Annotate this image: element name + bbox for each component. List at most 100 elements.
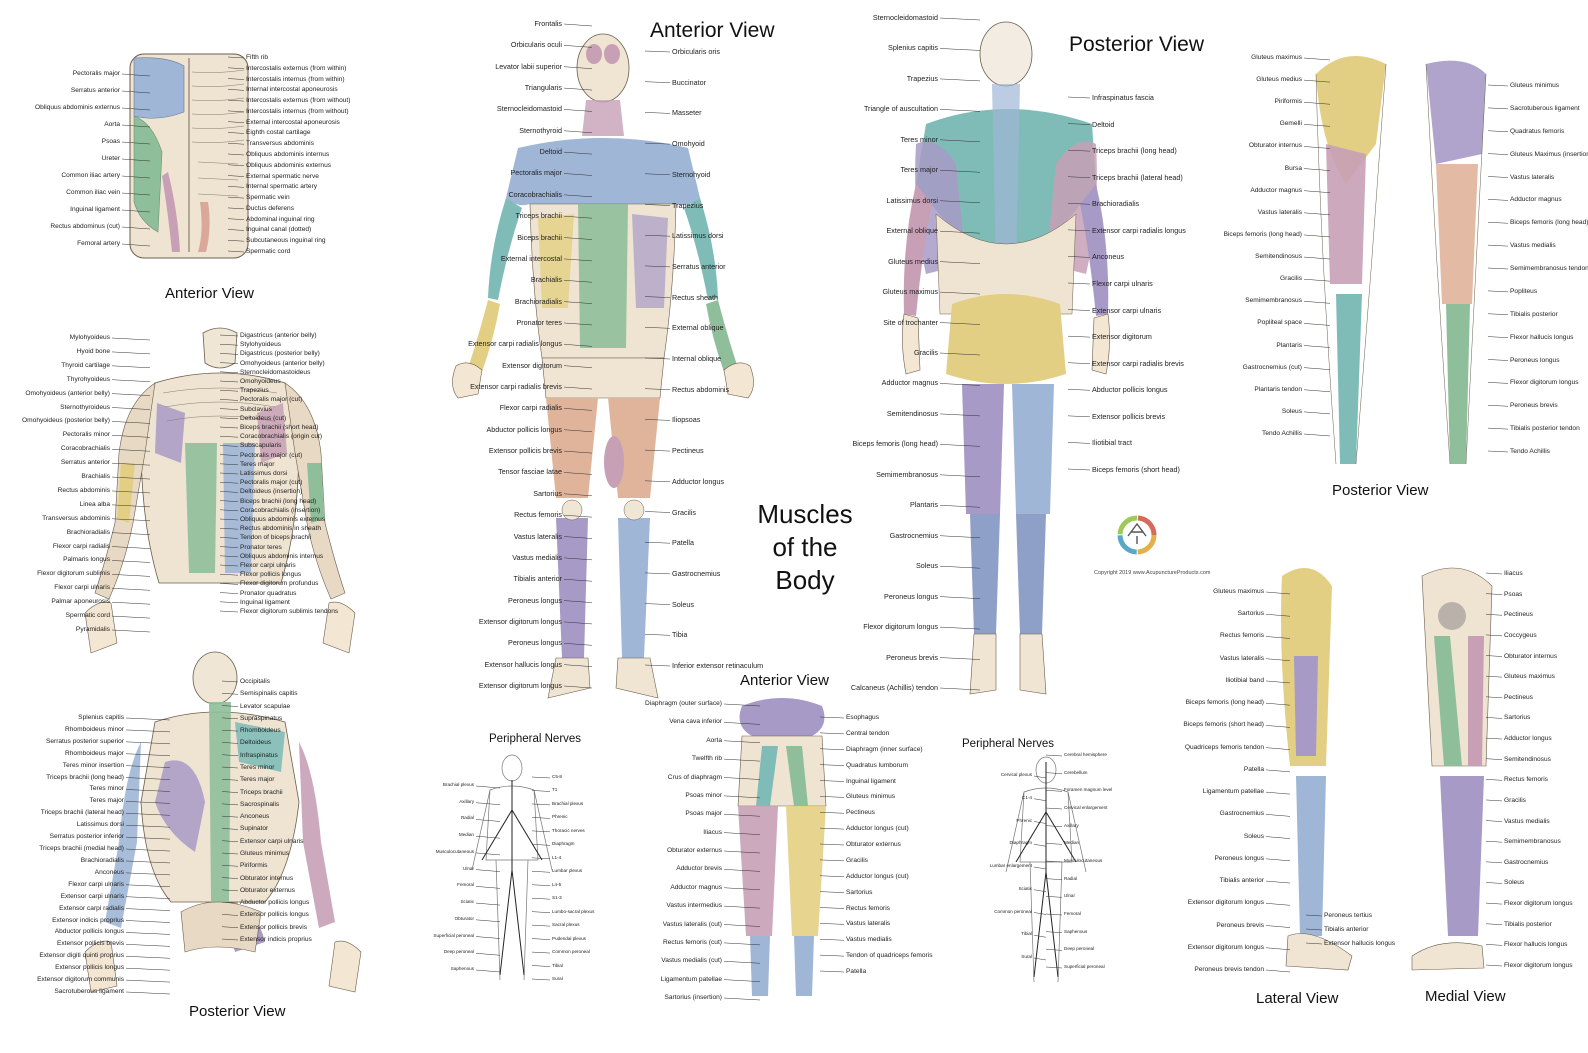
posterior-main-label: Teres major [900, 165, 938, 175]
deep-anterior-label: Pronator quadratus [240, 589, 297, 597]
deep-anterior-label: Hyoid bone [76, 347, 110, 355]
leg-posterior-label: Tibialis posterior tendon [1510, 425, 1580, 433]
leg-posterior-label: Vastus medialis [1510, 242, 1556, 250]
torso-tl-label: Pectoralis major [72, 70, 120, 77]
leg-posterior-label: Quadratus femoris [1510, 127, 1565, 135]
leg-lateral-medial-label: Gluteus maximus [1213, 588, 1264, 595]
anterior-main-label: Extensor digitorum longus [478, 616, 562, 626]
anterior-main-label: Frontalis [534, 19, 562, 28]
deep-anterior-center-label: Esophagus [846, 714, 879, 721]
anterior-main-label: Biceps brachii [517, 232, 562, 242]
torso-tl-label: Common iliac artery [61, 172, 120, 179]
leg-posterior-label: Peroneus brevis [1510, 402, 1558, 410]
nerves-left-illustration [471, 754, 553, 981]
anterior-body-illustration [452, 33, 754, 699]
anterior-main-label: External intercostal [500, 253, 562, 263]
deep-anterior-label: Flexor carpi ulnaris [54, 584, 110, 592]
nerves-left-label: Sural [552, 976, 563, 981]
posterior-bl-label: Flexor carpi ulnaris [68, 880, 124, 888]
deep-anterior-center-label: Iliacus [703, 828, 722, 836]
posterior-bl-label: Extensor carpi radialis [59, 904, 124, 912]
leg-lateral-medial-label: Iliotibial band [1225, 676, 1265, 684]
leg-lateral-medial-label: Obturator internus [1504, 652, 1558, 660]
leg-lateral-medial-label: Gastrocnemius [1504, 858, 1549, 866]
leg-lateral-medial-label: Soleus [1243, 832, 1264, 840]
nerves-right-label: Cervical plexus [1000, 772, 1032, 777]
nerves-right-label: C1-4 [1022, 794, 1032, 800]
torso-anterior-illustration [129, 53, 249, 259]
deep-anterior-center-label: Tendon of quadriceps femoris [846, 952, 933, 960]
deep-anterior-center-illustration [737, 698, 827, 996]
anterior-main-label: External oblique [672, 323, 724, 333]
posterior-bl-label: Serratus posterior superior [45, 737, 124, 745]
nerves-right-label: Sural [1021, 954, 1032, 959]
posterior-main-label: Splenius capitis [888, 43, 938, 53]
posterior-main-label: Abductor pollicis longus [1092, 385, 1168, 395]
leg-lateral-medial-label: Vastus medialis [1504, 817, 1550, 825]
leg-posterior-illustration [1315, 56, 1487, 465]
torso-anterior-title: Anterior View [165, 285, 254, 302]
deep-anterior-label: Deltoideus (cut) [240, 414, 287, 422]
posterior-main-label: Semitendinosus [886, 408, 938, 418]
nerves-right-label: Cervical enlargement [1064, 805, 1108, 810]
posterior-bl-label: Brachioradialis [80, 856, 124, 864]
posterior-bl-label: Rhomboideus [240, 727, 281, 735]
posterior-bl-label: Abductor pollicis longus [54, 928, 124, 936]
leg-posterior-label: Tendo Achillis [1262, 430, 1302, 437]
lateral-view-title: Lateral View [1256, 990, 1339, 1007]
deep-anterior-center-label: Patella [846, 968, 867, 975]
posterior-bl-label: Sacrotuberous ligament [54, 988, 124, 995]
leg-posterior-label: Gluteus maximus [1251, 54, 1302, 61]
leg-lateral-medial-label: Extensor digitorum longus [1187, 943, 1264, 951]
leg-lateral-medial-label: Quadriceps femoris tendon [1184, 743, 1264, 751]
nerves-left-label: L1-4 [552, 854, 562, 860]
deep-anterior-center-label: Quadratus lumborum [846, 761, 908, 769]
anterior-main-label: Pectineus [672, 446, 704, 456]
anterior-main-label: Rectus sheath [672, 292, 718, 302]
peripheral-nerves-title-right: Peripheral Nerves [962, 738, 1055, 750]
posterior-main-label: Extensor carpi radialis longus [1092, 225, 1186, 235]
anterior-main-label: Vastus lateralis [513, 531, 562, 541]
nerves-left-label: Sciatic [460, 899, 474, 905]
anterior-main-label: Masseter [672, 108, 702, 118]
nerves-left-label: Saphenous [450, 966, 474, 971]
posterior-bl-label: Extensor indicis proprius [52, 916, 124, 924]
nerves-right-label: Tibial [1021, 931, 1032, 937]
nerves-right-label: Superficial peroneal [1064, 964, 1105, 969]
posterior-bl-label: Semispinalis capitis [240, 690, 298, 698]
torso-tl-label: Fifth rib [246, 54, 268, 61]
posterior-main-label: Calcaneus (Achillis) tendon [850, 683, 938, 692]
torso-tl-label: Common iliac vein [66, 189, 120, 196]
leg-lateral-medial-label: Biceps femoris (long head) [1185, 699, 1264, 707]
anterior-main-label: Flexor carpi radialis [499, 403, 562, 413]
posterior-bl-label: Levator scapulae [240, 702, 291, 710]
leg-posterior-label: Gastrocnemius (cut) [1242, 363, 1302, 371]
deep-anterior-label: Pectoralis minor [62, 431, 110, 439]
posterior-bl-label: Rhomboideus major [64, 749, 124, 757]
deep-anterior-center-label: Psoas minor [685, 791, 722, 799]
nerves-left-label: C5-8 [552, 774, 562, 779]
posterior-bl-label: Splenius capitis [78, 714, 124, 721]
posterior-torso-illustration [84, 651, 362, 993]
posterior-main-label: Site of trochanter [883, 317, 938, 327]
deep-anterior-label: Omohyoideus [240, 378, 281, 385]
posterior-main-label: Triceps brachii (lateral head) [1092, 172, 1183, 182]
deep-anterior-label: Flexor digitorum sublimis tendons [240, 608, 339, 615]
anterior-main-label: Peroneus longus [508, 595, 562, 605]
deep-anterior-label: Subscapularis [240, 442, 282, 450]
deep-anterior-label: Sternocleidomastoideus [240, 368, 311, 376]
leg-lateral-medial-label: Flexor hallucis longus [1504, 941, 1568, 949]
posterior-bl-label: Obturator externus [240, 886, 295, 894]
nerves-left-label: Ulnar [463, 865, 474, 871]
deep-anterior-label: Inguinal ligament [240, 598, 290, 606]
leg-posterior-label: Soleus [1281, 407, 1302, 415]
leg-posterior-label: Peroneus longus [1510, 356, 1560, 364]
torso-tl-label: Intercostalis externus (from within) [246, 64, 347, 72]
posterior-bl-label: Extensor digitorum communis [37, 976, 124, 984]
deep-anterior-label: Teres major [240, 460, 275, 468]
posterior-main-label: Extensor carpi radialis brevis [1092, 358, 1184, 368]
nerves-right-label: Lumbar enlargement [989, 863, 1032, 868]
posterior-bl-label: Extensor pollicis longus [240, 911, 309, 919]
posterior-bl-label: Supraspinatus [240, 714, 283, 722]
posterior-bl-label: Gluteus minimus [240, 850, 290, 857]
